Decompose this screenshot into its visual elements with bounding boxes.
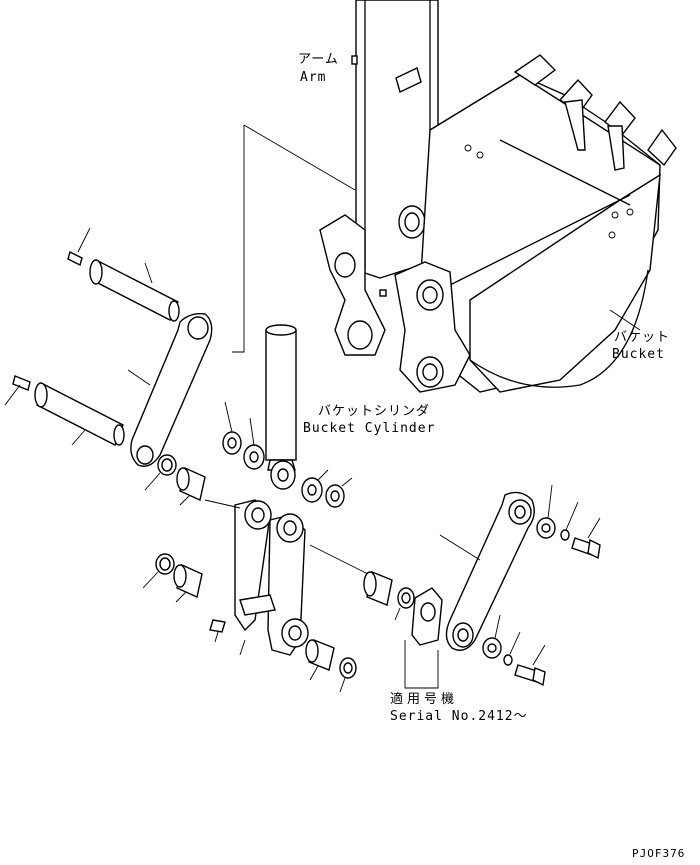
bucket-label-jp: バケット <box>614 330 671 345</box>
arm-beam <box>351 0 439 279</box>
bucket-brackets <box>319 214 471 393</box>
bushings-center <box>305 571 415 693</box>
arm-label-en: Arm <box>300 70 327 85</box>
serial-label-jp: 適用号機 <box>390 692 459 707</box>
serial-shim <box>404 587 443 689</box>
arm-label-jp: アーム <box>298 52 339 67</box>
right-link <box>439 491 535 651</box>
lower-pin <box>4 375 125 446</box>
cylinder-label-jp: バケットシリンダ <box>318 404 431 419</box>
central-link <box>204 499 371 656</box>
cylinder-label-en: Bucket Cylinder <box>303 421 436 436</box>
cylinder-washers <box>222 401 353 508</box>
bucket-cylinder <box>265 324 297 490</box>
bushings-left <box>142 454 206 603</box>
right-hardware <box>482 484 601 687</box>
bucket <box>419 54 677 393</box>
upper-pin <box>67 227 180 322</box>
left-link <box>127 312 213 467</box>
drawing-code: PJOF376 <box>632 847 686 860</box>
bucket-label-en: Bucket <box>612 347 665 362</box>
serial-label-en: Serial No.2412～ <box>390 709 528 724</box>
bucket-leader <box>609 309 641 331</box>
